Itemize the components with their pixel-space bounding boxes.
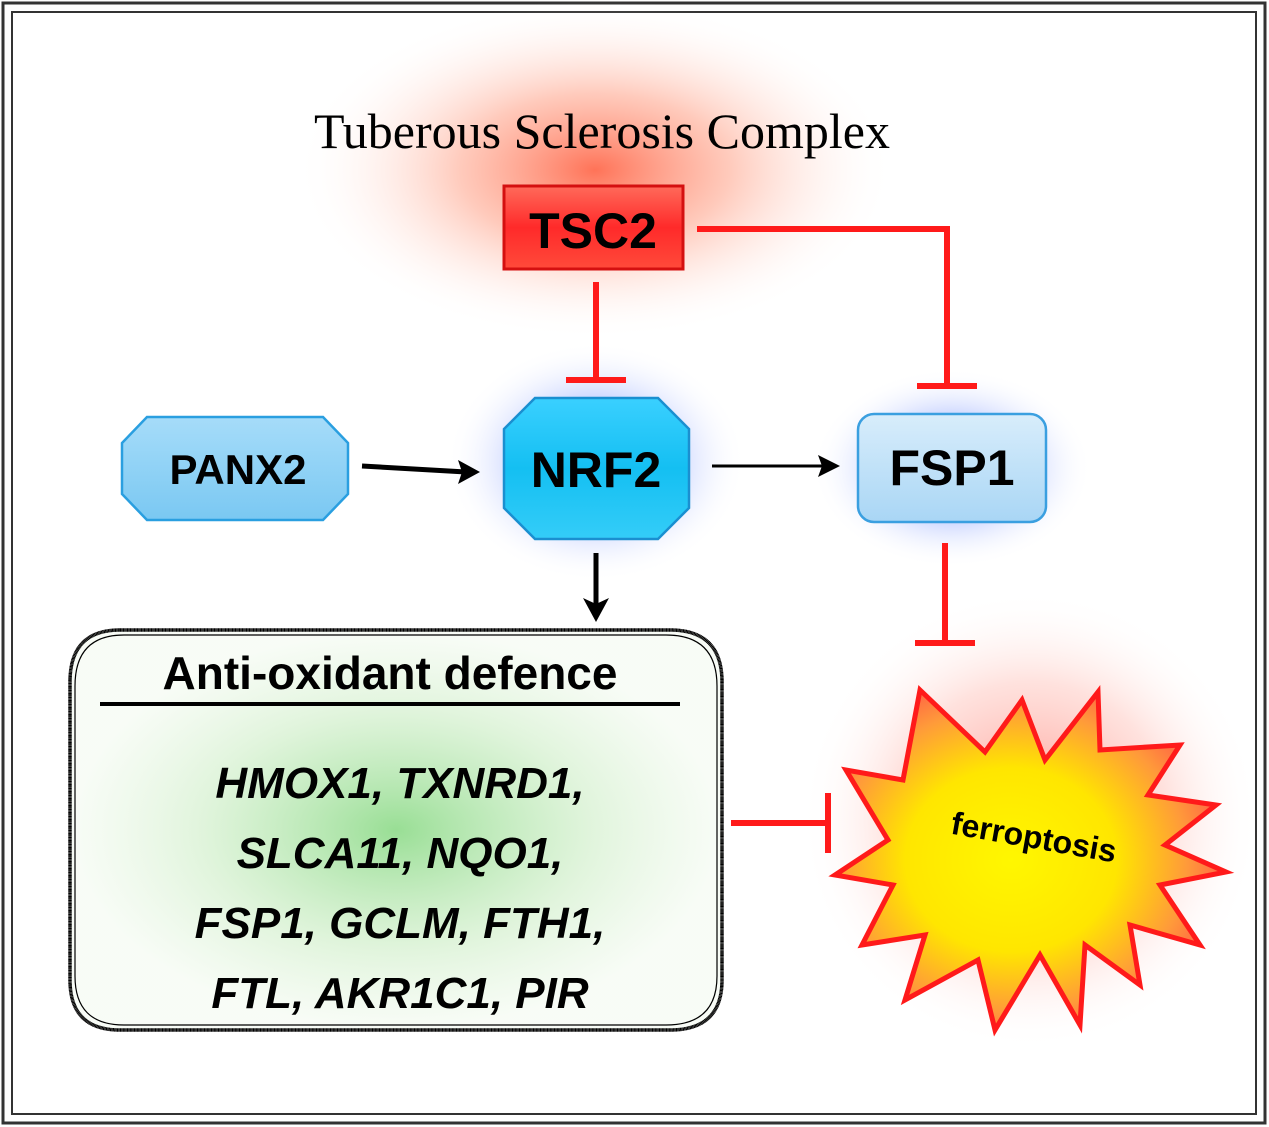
diagram-title: Tuberous Sclerosis Complex	[314, 103, 890, 159]
fsp1-label: FSP1	[889, 440, 1014, 496]
antioxidant-heading: Anti-oxidant defence	[163, 647, 618, 699]
nrf2-activates-fsp1	[712, 455, 840, 477]
fsp1-inhibits-ferroptosis	[915, 543, 975, 646]
panx2-label: PANX2	[170, 446, 307, 493]
gene-line-2: SLCA11, NQO1,	[237, 829, 564, 878]
tsc2-glow	[295, 0, 895, 340]
tsc2-inhibits-nrf2	[566, 282, 626, 383]
ferroptosis-node: ferroptosis	[828, 685, 1235, 1037]
nrf2-node: NRF2	[502, 396, 691, 541]
panx2-node: PANX2	[120, 415, 350, 522]
nrf2-activates-antioxidant	[583, 553, 609, 622]
ferroptosis-starburst	[828, 685, 1235, 1037]
panx2-activates-nrf2	[361, 460, 480, 484]
tsc2-node: TSC2	[502, 184, 685, 271]
nrf2-label: NRF2	[531, 442, 662, 498]
antioxidant-inhibits-ferroptosis	[731, 793, 831, 853]
antioxidant-box: Anti-oxidant defence HMOX1, TXNRD1, SLCA…	[68, 628, 724, 1032]
gene-line-3: FSP1, GCLM, FTH1,	[195, 899, 606, 948]
tsc2-inhibits-fsp1	[697, 226, 977, 389]
gene-line-1: HMOX1, TXNRD1,	[215, 759, 584, 808]
fsp1-node: FSP1	[856, 412, 1048, 524]
tsc2-label: TSC2	[529, 203, 657, 259]
gene-line-4: FTL, AKR1C1, PIR	[211, 969, 589, 1018]
